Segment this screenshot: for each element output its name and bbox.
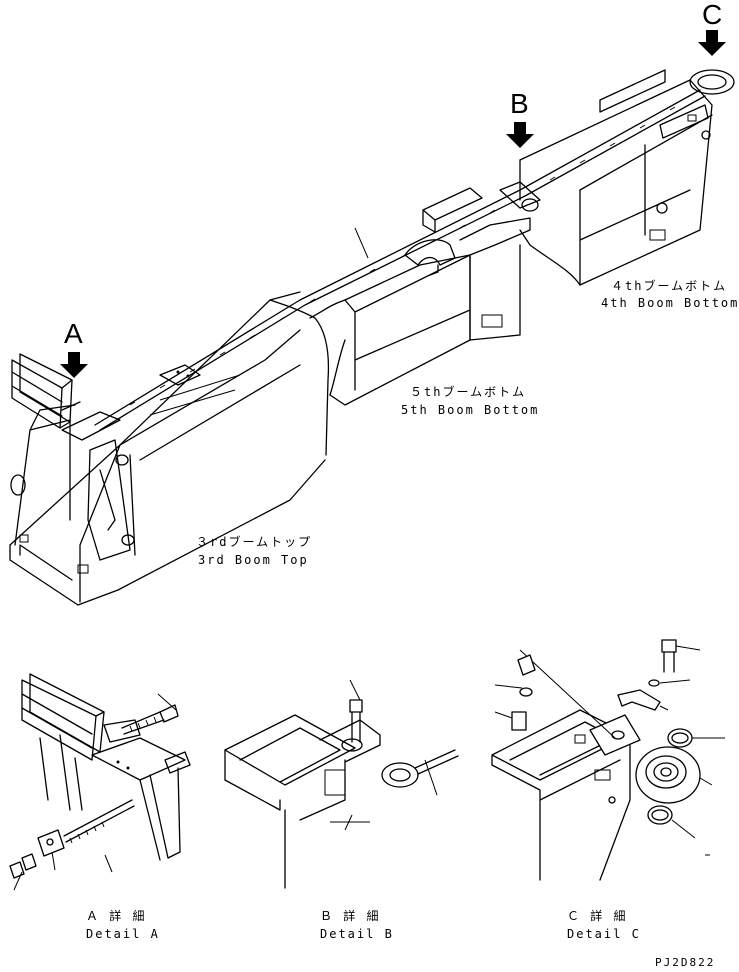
detail-c-title-jp: Ｃ 詳 細 bbox=[567, 908, 627, 923]
fifth-boom-bottom bbox=[309, 181, 541, 406]
detail-b-drawing bbox=[224, 679, 459, 889]
label-3rd-boom-en: 3rd Boom Top bbox=[198, 553, 309, 567]
label-5th-boom-jp: ５thブームボトム bbox=[410, 384, 526, 399]
detail-b-title-en: Detail B bbox=[320, 927, 394, 941]
label-4th-boom-en: 4th Boom Bottom bbox=[601, 296, 739, 310]
drawing-code: PJ2D822 bbox=[655, 956, 715, 969]
label-3rd-boom-jp: ３rdブームトップ bbox=[196, 534, 312, 549]
guard-rail bbox=[11, 353, 121, 441]
detail-a-title-en: Detail A bbox=[86, 927, 160, 941]
boom-assembly: A B C bbox=[9, 0, 735, 606]
detail-c-drawing bbox=[491, 639, 725, 881]
callout-label-b: B bbox=[510, 88, 529, 119]
fourth-boom-bottom bbox=[519, 69, 735, 286]
callout-arrow-b: B bbox=[506, 88, 534, 148]
third-boom-top bbox=[9, 291, 330, 606]
detail-b-title-jp: Ｂ 詳 細 bbox=[320, 908, 380, 923]
callout-arrow-a: A bbox=[60, 318, 88, 378]
label-4th-boom-jp: ４thブームボトム bbox=[611, 278, 727, 293]
detail-a-title-jp: Ａ 詳 細 bbox=[86, 908, 146, 923]
callout-label-a: A bbox=[64, 318, 83, 349]
label-5th-boom-en: 5th Boom Bottom bbox=[401, 403, 539, 417]
wire-rope bbox=[94, 89, 706, 431]
detail-a-drawing bbox=[9, 673, 191, 891]
callout-label-c: C bbox=[702, 0, 722, 30]
detail-c-title-en: Detail C bbox=[567, 927, 641, 941]
callout-arrow-c: C bbox=[698, 0, 726, 56]
